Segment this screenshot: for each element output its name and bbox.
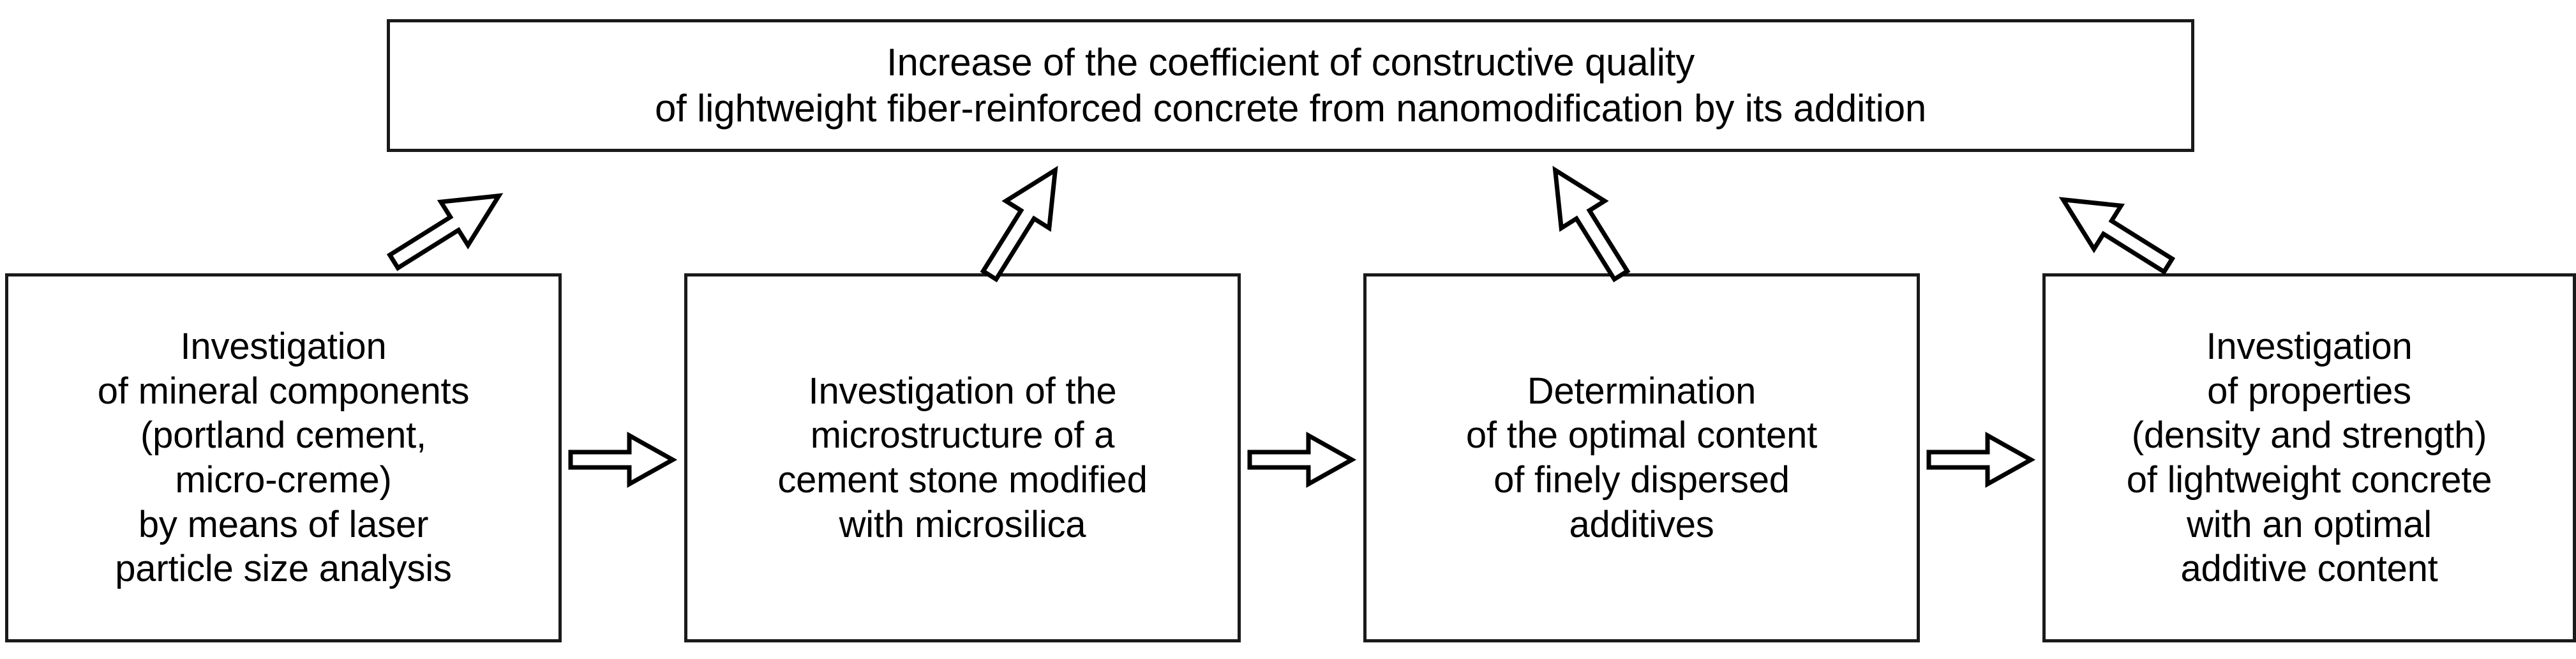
arrow-up-left-icon xyxy=(2058,197,2176,275)
arrow-up-right-icon xyxy=(386,193,504,271)
stage-box-1-label: Investigation of mineral components (por… xyxy=(97,326,470,590)
stage-box-4-label: Investigation of properties (density and… xyxy=(2126,326,2492,590)
stage-box-2: Investigation of the microstructure of a… xyxy=(684,273,1241,642)
stage-box-4: Investigation of properties (density and… xyxy=(2042,273,2576,642)
arrow-right-icon xyxy=(1926,432,2036,488)
goal-box-label: Increase of the coefficient of construct… xyxy=(654,41,1927,130)
arrow-up-right-icon xyxy=(980,165,1058,283)
arrow-up-left-icon xyxy=(1552,165,1631,283)
arrow-right-icon xyxy=(568,432,678,488)
arrow-right-icon xyxy=(1247,432,1357,488)
stage-box-3: Determination of the optimal content of … xyxy=(1363,273,1920,642)
stage-box-2-label: Investigation of the microstructure of a… xyxy=(777,370,1148,545)
goal-box: Increase of the coefficient of construct… xyxy=(387,19,2194,152)
stage-box-3-label: Determination of the optimal content of … xyxy=(1465,370,1818,545)
stage-box-1: Investigation of mineral components (por… xyxy=(5,273,562,642)
